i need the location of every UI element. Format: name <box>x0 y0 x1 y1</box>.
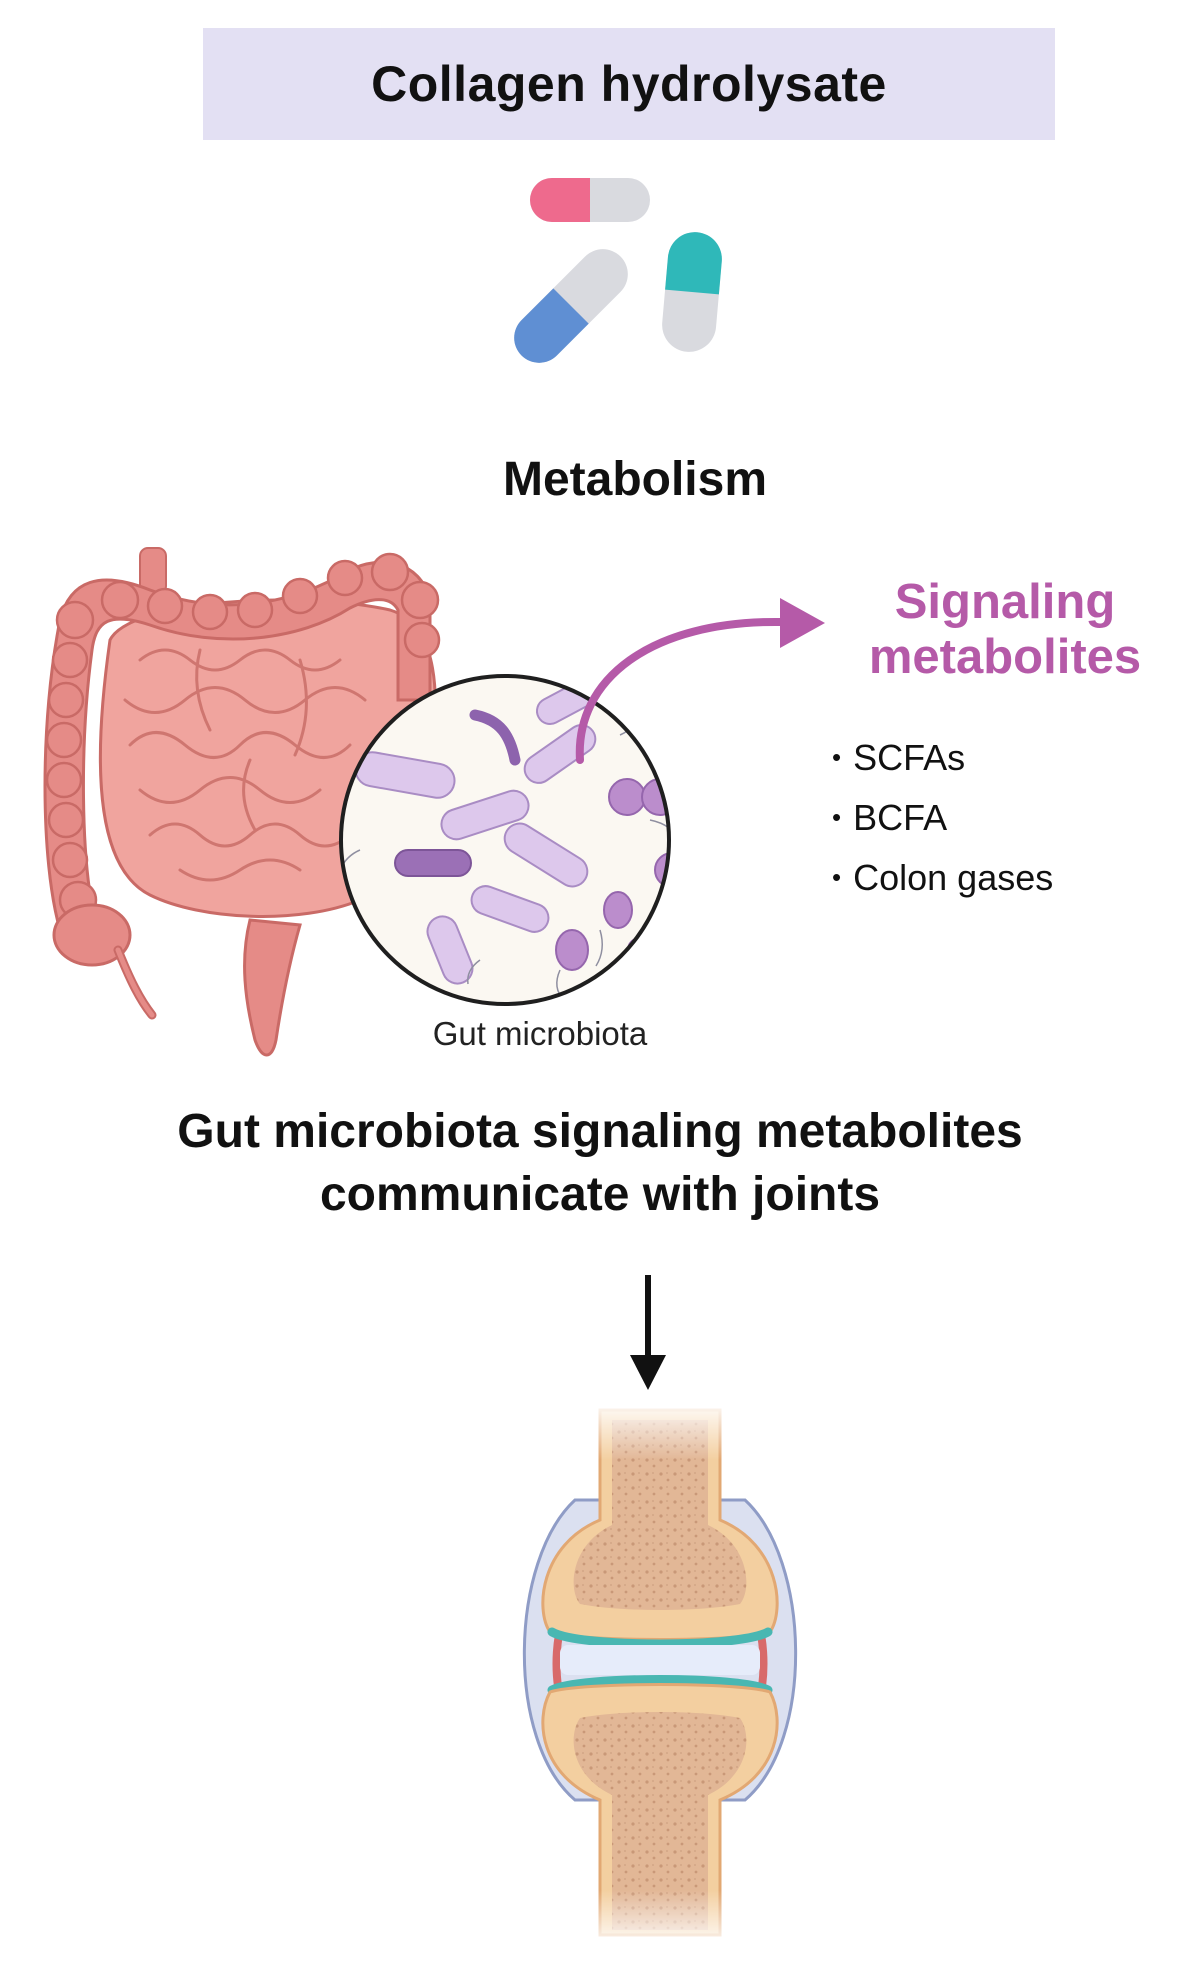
signaling-title-line1: Signaling <box>894 575 1116 629</box>
signaling-metabolites-list: SCFAs BCFA Colon gases <box>832 728 1053 908</box>
diagram-title: Collagen hydrolysate <box>371 56 887 112</box>
caption-line1: Gut microbiota signaling metabolites <box>177 1105 1023 1158</box>
teal-capsule-icon <box>662 232 722 352</box>
list-item: SCFAs <box>832 728 1053 788</box>
metabolism-label: Metabolism <box>502 453 768 506</box>
signaling-metabolites-title: Signaling metabolites <box>820 575 1190 685</box>
caption-line2: communicate with joints <box>319 1168 881 1222</box>
down-arrow-icon <box>630 1275 666 1390</box>
list-item: Colon gases <box>832 848 1053 908</box>
signaling-arrow <box>575 598 825 764</box>
gut-microbiota-label: Gut microbiota <box>432 1015 648 1052</box>
pink-capsule-icon <box>530 178 650 222</box>
joint-icon <box>522 1400 798 1950</box>
signaling-title-line2: metabolites <box>868 629 1142 684</box>
list-item: BCFA <box>832 788 1053 848</box>
title-box: Collagen hydrolysate <box>203 28 1055 140</box>
blue-capsule-icon <box>514 249 628 363</box>
diagram-caption: Gut microbiota signaling metabolites com… <box>80 1100 1120 1227</box>
